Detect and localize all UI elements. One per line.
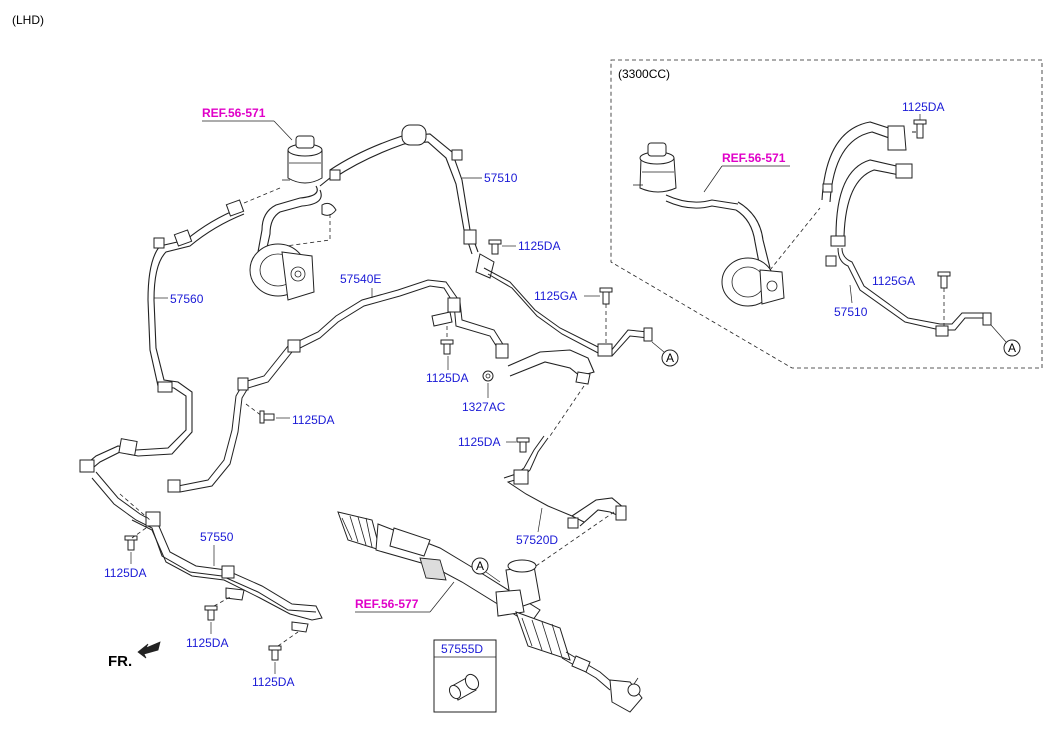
clamp-nut-icon bbox=[482, 370, 494, 382]
callout-a-main-text: A bbox=[666, 351, 674, 365]
bolt-inset-top-label: 1125DA bbox=[902, 100, 944, 114]
return-hose-lower-label: 57520D bbox=[516, 533, 558, 547]
bolt-ga-main-label: 1125GA bbox=[534, 289, 577, 303]
pump-icon bbox=[249, 243, 315, 301]
bolt-cooler-bottom-label: 1125DA bbox=[252, 675, 294, 689]
bolt-return-bracket-label: 1125DA bbox=[426, 371, 468, 385]
reservoir-inset-ref: REF.56-571 bbox=[722, 151, 786, 165]
callout-a-main bbox=[661, 349, 679, 367]
reservoir-icon bbox=[282, 135, 323, 184]
inset-label: (3300CC) bbox=[618, 67, 670, 81]
bolt-cooler-left-icon bbox=[124, 535, 138, 551]
front-arrow-icon bbox=[137, 641, 161, 659]
callout-a-gear bbox=[471, 557, 489, 575]
reservoir-ref: REF.56-571 bbox=[202, 106, 266, 120]
bolt-inset-ga-label: 1125GA bbox=[872, 274, 915, 288]
pressure-hose-inset-label: 57510 bbox=[834, 305, 868, 319]
direction-label: FR. bbox=[108, 653, 132, 670]
pressure-hose-label: 57510 bbox=[484, 171, 518, 185]
bolt-inset-top-icon bbox=[913, 119, 927, 139]
bolt-ga-main-icon bbox=[599, 287, 613, 305]
pump-inset-icon bbox=[721, 257, 785, 307]
callout-a-inset-text: A bbox=[1008, 341, 1016, 355]
gear-box-ref: REF.56-577 bbox=[355, 597, 419, 611]
bolt-tube-left-label: 1125DA bbox=[292, 413, 334, 427]
steering-gear-icon bbox=[337, 511, 643, 713]
inset-3300cc: (3300CC) bbox=[610, 59, 1043, 369]
reservoir-inset-icon bbox=[633, 142, 677, 193]
callout-a-gear-text: A bbox=[476, 559, 484, 573]
bolt-pressure-hose-icon bbox=[488, 239, 502, 255]
grommet-box: 57555D bbox=[433, 639, 497, 713]
bolt-lower-hose-label: 1125DA bbox=[458, 435, 500, 449]
variant-label: (LHD) bbox=[12, 13, 44, 27]
bolt-return-bracket-icon bbox=[440, 339, 454, 355]
bolt-cooler-left-label: 1125DA bbox=[104, 566, 146, 580]
bolt-cooler-mid-icon bbox=[204, 605, 218, 621]
return-hose-upper-label: 57560 bbox=[170, 292, 204, 306]
bolt-cooler-bottom-icon bbox=[268, 645, 282, 661]
bolt-pressure-hose-label: 1125DA bbox=[518, 239, 560, 253]
cooler-tube-label: 57550 bbox=[200, 530, 234, 544]
return-tube-label: 57540E bbox=[340, 272, 381, 286]
grommet-icon bbox=[448, 673, 480, 701]
grommet-box-label: 57555D bbox=[441, 642, 483, 656]
callout-a-inset bbox=[1003, 339, 1021, 357]
bolt-cooler-mid-label: 1125DA bbox=[186, 636, 228, 650]
bolt-lower-hose-icon bbox=[516, 437, 530, 453]
bolt-inset-ga-icon bbox=[937, 271, 951, 289]
clamp-nut-label: 1327AC bbox=[462, 400, 506, 414]
bolt-tube-left-icon bbox=[259, 410, 275, 424]
